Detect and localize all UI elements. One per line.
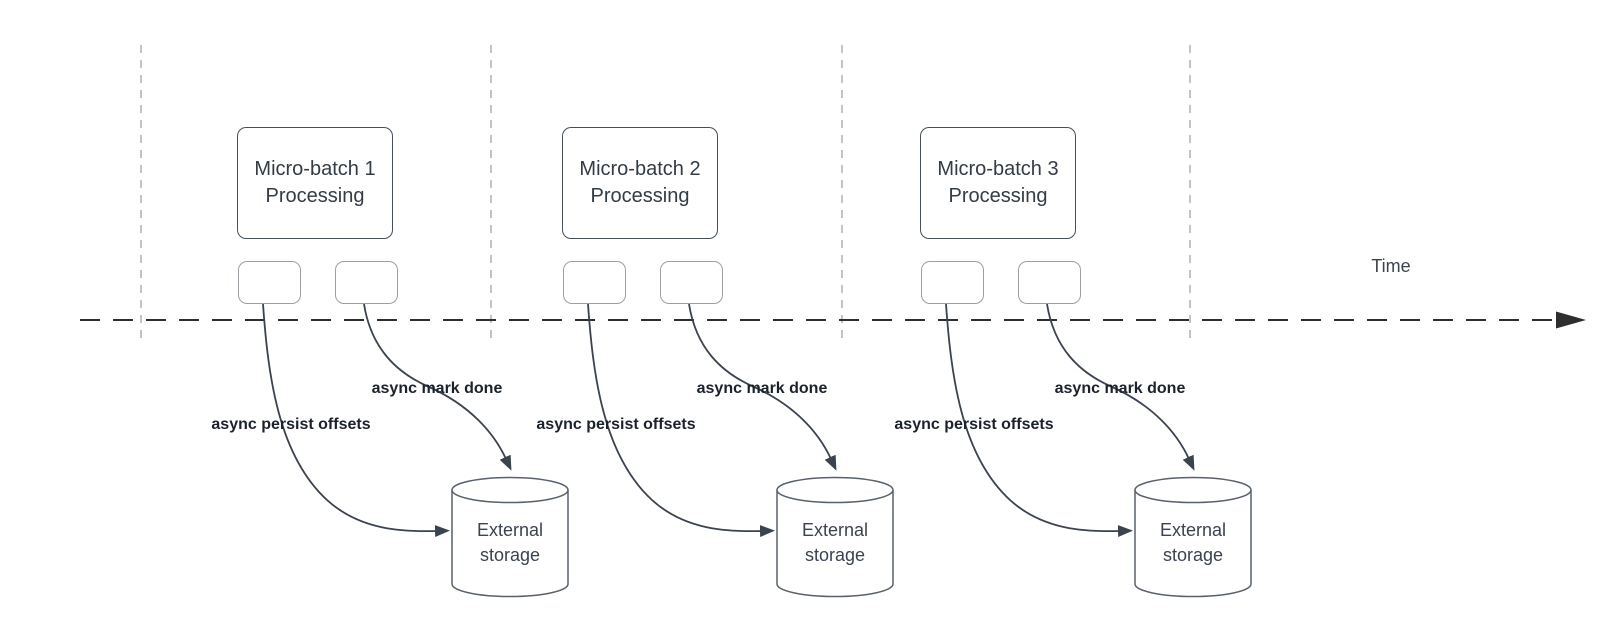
group-1-shapes [262,303,569,598]
persist-offsets-arrow [945,303,1133,538]
time-axis-label: Time [1371,256,1411,276]
persist-offsets-arrow [587,303,775,538]
storage-cylinder-body [1134,490,1252,598]
storage-cylinder-top [451,476,569,504]
storage-cylinder-body [451,490,569,598]
mark-done-arrow [363,303,512,471]
storage-cylinder-top [776,476,894,504]
storage-cylinder-body [776,490,894,598]
timeline-arrowhead-icon [1556,311,1586,329]
group-2-shapes [587,303,894,598]
group-3-shapes [945,303,1252,598]
time-axis [80,45,1586,338]
mark-done-arrow [688,303,837,471]
persist-offsets-arrow [262,303,450,538]
storage-cylinder-top [1134,476,1252,504]
mark-done-arrow [1046,303,1195,471]
